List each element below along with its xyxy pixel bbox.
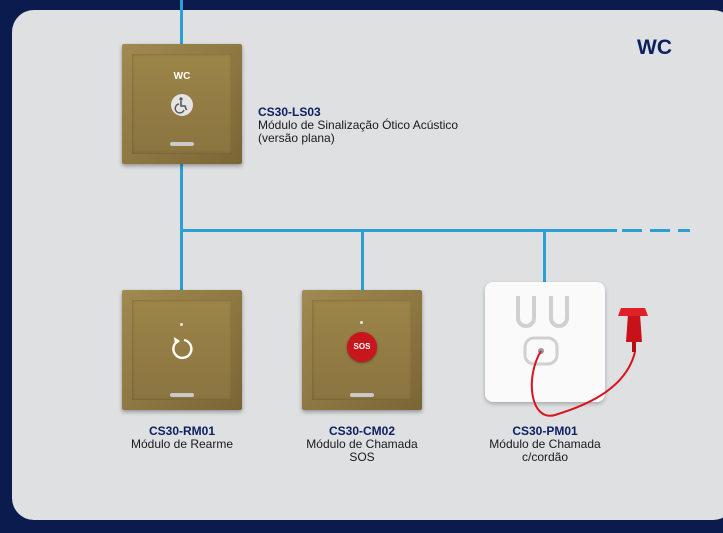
cm02-desc-line1: Módulo de Chamada <box>306 437 418 451</box>
wire-bus-dashed-2 <box>650 229 670 232</box>
status-led <box>170 142 194 146</box>
sos-call-module-device: SOS <box>302 290 422 410</box>
cm02-caption: CS30-CM02 Módulo de Chamada SOS <box>272 425 452 464</box>
wire-vertical-bus <box>180 160 183 290</box>
cm02-code: CS30-CM02 <box>328 424 396 438</box>
sos-button[interactable]: SOS <box>347 332 377 362</box>
reset-arrow-icon <box>168 334 196 362</box>
rm01-code: CS30-RM01 <box>148 424 216 438</box>
diagram-title: WC <box>637 36 672 59</box>
indicator-dot <box>180 323 183 326</box>
wire-vertical-main <box>180 0 183 48</box>
wheelchair-icon <box>171 94 193 116</box>
pm01-desc-line1: Módulo de Chamada <box>489 437 601 451</box>
rm01-desc-line1: Módulo de Rearme <box>130 437 234 451</box>
pull-cord[interactable] <box>485 282 665 442</box>
pm01-code: CS30-PM01 <box>512 424 578 438</box>
cm02-desc-line2: SOS <box>349 450 375 464</box>
status-led <box>170 393 194 397</box>
signalling-module-device: WC <box>122 44 242 164</box>
wire-drop-cord <box>543 229 546 283</box>
rm01-caption: CS30-RM01 Módulo de Rearme <box>92 425 272 451</box>
pm01-caption: CS30-PM01 Módulo de Chamada c/cordão <box>455 425 635 464</box>
indicator-dot <box>360 321 363 324</box>
sos-button-label: SOS <box>353 342 371 351</box>
wire-bus-dashed-3 <box>678 229 690 232</box>
wire-bus-dashed-1 <box>622 229 642 232</box>
ls03-desc-line2: (versão plana) <box>258 131 335 145</box>
status-led <box>350 393 374 397</box>
ls03-code: CS30-LS03 <box>258 105 321 119</box>
pm01-desc-line2: c/cordão <box>521 450 569 464</box>
reset-module-device <box>122 290 242 410</box>
wire-horizontal-bus <box>180 229 617 232</box>
wire-drop-sos <box>361 229 364 290</box>
ls03-desc-line1: Módulo de Sinalização Ótico Acústico <box>258 118 459 132</box>
device-wc-label: WC <box>173 71 191 82</box>
device-face <box>132 300 232 400</box>
pull-cord-module-device <box>485 282 605 402</box>
ls03-caption: CS30-LS03 Módulo de Sinalização Ótico Ac… <box>258 106 458 145</box>
